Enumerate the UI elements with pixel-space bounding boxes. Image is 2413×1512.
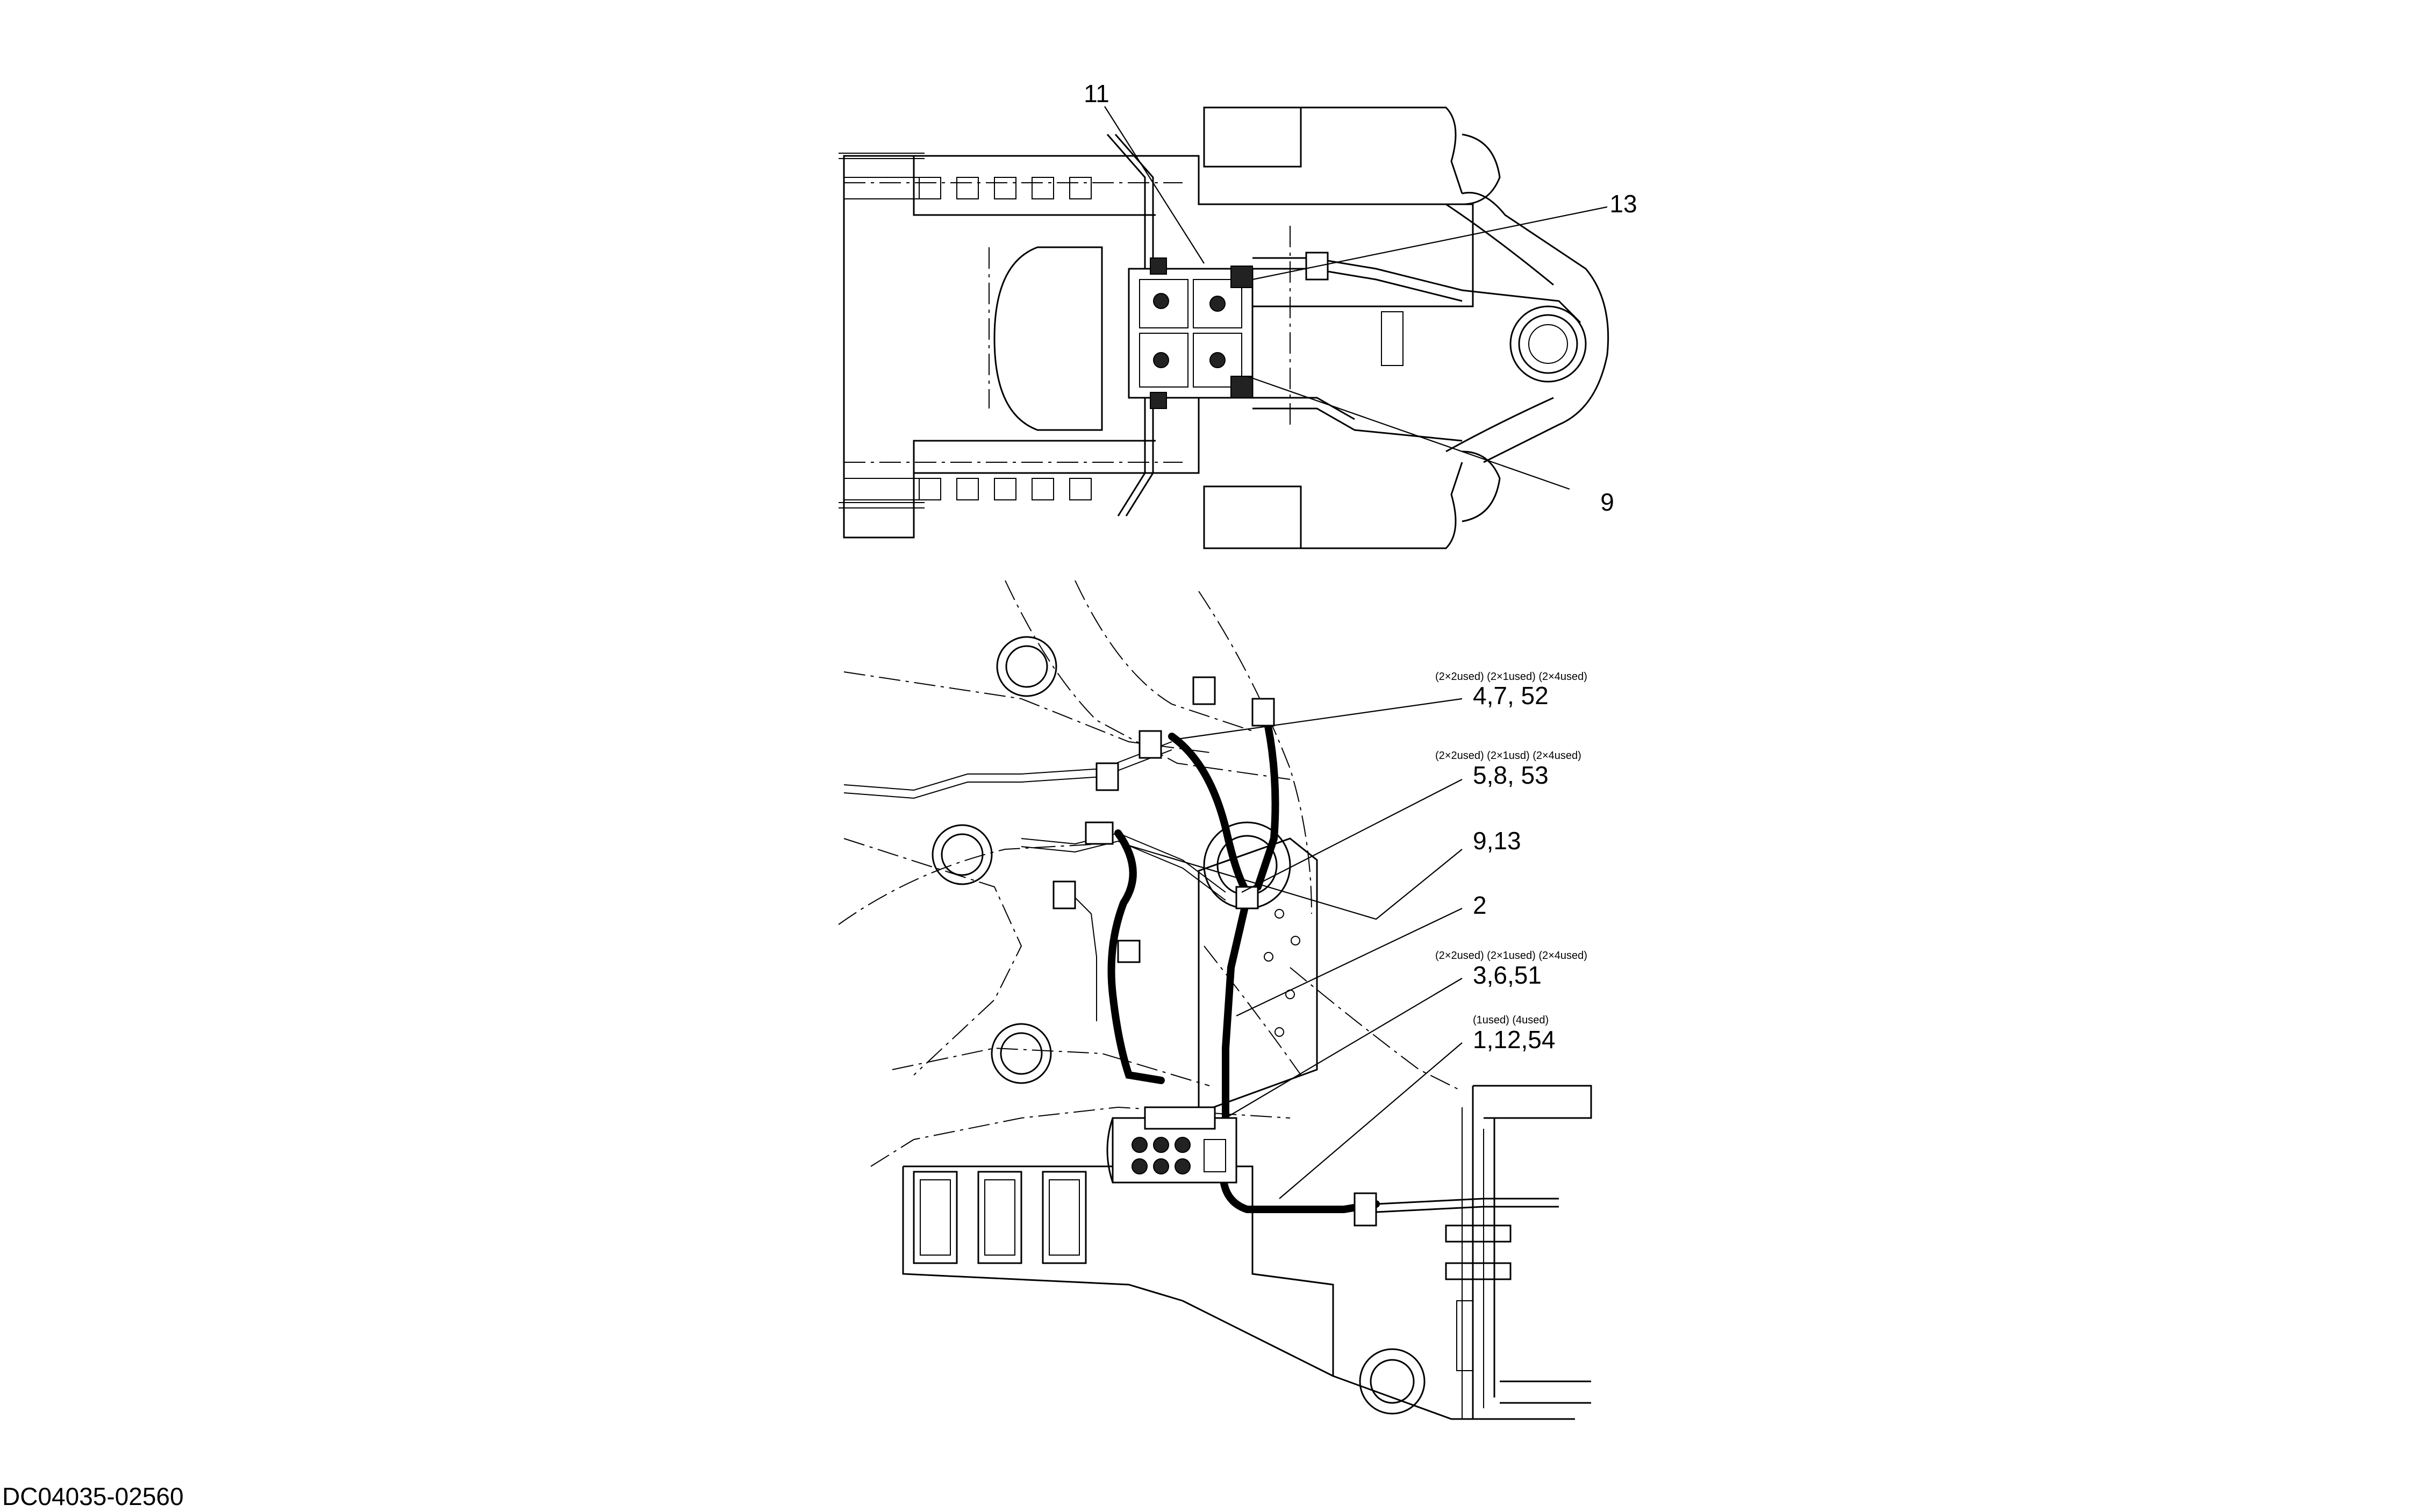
top-frame-outline [839, 106, 1609, 549]
bottom-frame-outline [838, 580, 1592, 1420]
top-valve-block [1128, 252, 1329, 409]
bottom-view: (2×2used) (2×1used) (2×4used) 4,7, 52 (2… [838, 580, 1592, 1420]
bottom-leaders [1123, 698, 1463, 1199]
top-callout-13: 13 [1609, 190, 1637, 218]
callout-4-7-52-qty: (2×2used) (2×1used) (2×4used) [1435, 671, 1587, 683]
callout-1-12-54: 1,12,54 [1473, 1026, 1555, 1054]
callout-4-7-52: 4,7, 52 [1473, 682, 1549, 710]
top-hoses [1106, 134, 1581, 517]
callout-9-13: 9,13 [1473, 827, 1521, 855]
top-callout-11: 11 [1084, 80, 1109, 108]
callout-1-12-54-qty: (1used) (4used) [1473, 1014, 1549, 1026]
callout-5-8-53-qty: (2×2used) (2×1usd) (2×4used) [1435, 750, 1581, 762]
bottom-valve-block [1106, 1106, 1237, 1184]
callout-5-8-53: 5,8, 53 [1473, 761, 1549, 789]
top-leaders [1104, 106, 1608, 490]
bottom-hoses [843, 676, 1559, 1227]
callout-3-6-51: 3,6,51 [1473, 961, 1542, 989]
top-view: 11 13 9 [839, 80, 1637, 549]
callout-2: 2 [1473, 891, 1487, 919]
drawing-id: DC04035-02560 [2, 1482, 184, 1510]
callout-3-6-51-qty: (2×2used) (2×1used) (2×4used) [1435, 950, 1587, 962]
top-callout-9: 9 [1600, 488, 1614, 516]
